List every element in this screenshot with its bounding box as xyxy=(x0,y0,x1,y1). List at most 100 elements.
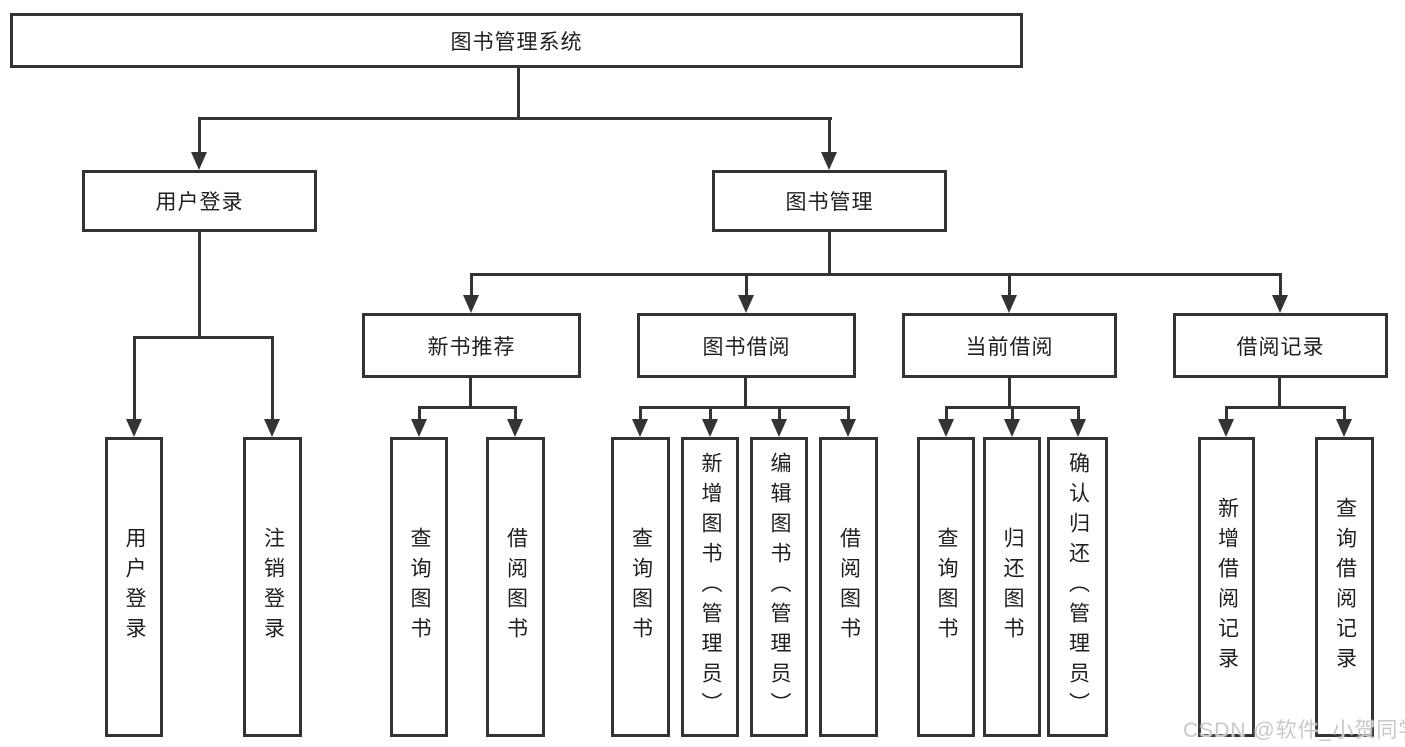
leaf-borrow-borrow-books-label: 借阅图书 xyxy=(837,527,861,647)
arrow-down-icon xyxy=(1272,295,1288,313)
node-user-login-label: 用户登录 xyxy=(155,191,244,214)
node-new-book-recommend: 新书推荐 xyxy=(362,313,581,378)
node-library-system-label: 图书管理系统 xyxy=(450,30,583,54)
arrow-to-borrow-add xyxy=(702,406,718,437)
csdn-watermark: CSDN @软件_小贺同学 xyxy=(1183,719,1405,742)
node-borrow-records-label: 借阅记录 xyxy=(1236,335,1325,359)
arrow-to-borrow-edit xyxy=(771,406,787,437)
arrow-to-leaf-login xyxy=(126,336,142,437)
arrow-stem xyxy=(132,336,136,419)
arrow-to-leaf-logout xyxy=(264,336,280,437)
arrow-down-icon xyxy=(264,419,280,437)
arrow-down-icon xyxy=(1218,419,1234,437)
node-current-borrow-label: 当前借阅 xyxy=(965,335,1054,359)
arrow-to-records-add xyxy=(1218,406,1234,437)
arrow-stem xyxy=(270,336,274,419)
connector-root-hline xyxy=(198,117,832,120)
node-new-book-recommend-label: 新书推荐 xyxy=(427,335,516,359)
arrow-stem xyxy=(417,406,421,419)
arrow-to-current-confirm xyxy=(1070,406,1086,437)
arrow-to-book-borrow xyxy=(738,273,754,313)
arrow-to-borrow-borrow xyxy=(840,406,856,437)
arrow-stem xyxy=(1342,406,1346,419)
arrow-down-icon xyxy=(632,419,648,437)
arrow-to-recommend-borrow xyxy=(507,406,523,437)
leaf-recommend-borrow-books: 借阅图书 xyxy=(486,437,545,737)
leaf-current-confirm-return-admin: 确认归还（管理员） xyxy=(1047,437,1108,737)
leaf-user-login: 用户登录 xyxy=(105,437,163,737)
arrow-stem xyxy=(638,406,642,419)
arrow-to-records-query xyxy=(1336,406,1352,437)
leaf-borrow-query-books-label: 查询图书 xyxy=(629,527,653,647)
arrow-stem xyxy=(1278,273,1282,295)
leaf-logout-label: 注销登录 xyxy=(261,527,285,647)
arrow-to-current-query xyxy=(938,406,954,437)
leaf-borrow-borrow-books: 借阅图书 xyxy=(819,437,878,737)
node-book-borrow: 图书借阅 xyxy=(637,313,856,378)
arrow-down-icon xyxy=(411,419,427,437)
arrow-down-icon xyxy=(1004,419,1020,437)
arrow-down-icon xyxy=(463,295,479,313)
leaf-records-add-label: 新增借阅记录 xyxy=(1215,497,1239,677)
leaf-recommend-query-books: 查询图书 xyxy=(390,437,448,737)
arrow-stem xyxy=(513,406,517,419)
arrow-stem xyxy=(744,273,748,295)
leaf-borrow-edit-books-admin-label: 编辑图书（管理员） xyxy=(768,452,791,722)
node-book-borrow-label: 图书借阅 xyxy=(702,335,791,359)
leaf-current-return-books-label: 归还图书 xyxy=(1001,527,1024,647)
node-borrow-records: 借阅记录 xyxy=(1173,313,1388,378)
connector-user-login-stem xyxy=(198,232,201,336)
arrow-to-borrow-records xyxy=(1272,273,1288,313)
node-book-management: 图书管理 xyxy=(712,170,947,232)
arrow-to-current-borrow xyxy=(1001,273,1017,313)
connector-current-stem xyxy=(1008,378,1011,406)
arrow-stem xyxy=(1076,406,1080,419)
node-current-borrow: 当前借阅 xyxy=(902,313,1117,378)
leaf-borrow-query-books: 查询图书 xyxy=(611,437,670,737)
arrow-down-icon xyxy=(1336,419,1352,437)
arrow-to-book-management xyxy=(821,117,837,170)
connector-root-stem xyxy=(517,68,520,118)
connector-records-stem xyxy=(1278,378,1281,406)
arrow-stem xyxy=(1224,406,1228,419)
arrow-to-current-return xyxy=(1004,406,1020,437)
arrow-to-recommend-query xyxy=(411,406,427,437)
arrow-to-new-book-recommend xyxy=(463,273,479,313)
leaf-borrow-add-books-admin-label: 新增图书（管理员） xyxy=(699,452,722,722)
arrow-stem xyxy=(469,273,473,295)
leaf-records-query: 查询借阅记录 xyxy=(1315,437,1374,737)
arrow-stem xyxy=(197,117,201,152)
leaf-borrow-edit-books-admin: 编辑图书（管理员） xyxy=(750,437,808,737)
arrow-stem xyxy=(777,406,781,419)
arrow-down-icon xyxy=(738,295,754,313)
leaf-user-login-label: 用户登录 xyxy=(123,527,146,647)
leaf-current-query-books-label: 查询图书 xyxy=(935,527,958,647)
arrow-down-icon xyxy=(1070,419,1086,437)
leaf-recommend-borrow-books-label: 借阅图书 xyxy=(504,527,528,647)
arrow-down-icon xyxy=(507,419,523,437)
arrow-to-user-login xyxy=(191,117,207,170)
connector-book-mgmt-stem xyxy=(828,232,831,273)
arrow-down-icon xyxy=(771,419,787,437)
leaf-records-add: 新增借阅记录 xyxy=(1198,437,1255,737)
connector-recommend-hline xyxy=(418,406,517,409)
arrow-stem xyxy=(708,406,712,419)
connector-book-mgmt-hline xyxy=(470,273,1282,276)
arrow-stem xyxy=(1007,273,1011,295)
leaf-logout: 注销登录 xyxy=(243,437,302,737)
connector-recommend-stem xyxy=(469,378,472,406)
leaf-current-confirm-return-admin-label: 确认归还（管理员） xyxy=(1066,452,1090,722)
arrow-down-icon xyxy=(126,419,142,437)
leaf-recommend-query-books-label: 查询图书 xyxy=(408,527,431,647)
arrow-down-icon xyxy=(191,152,207,170)
leaf-current-query-books: 查询图书 xyxy=(917,437,975,737)
node-library-system: 图书管理系统 xyxy=(10,13,1023,68)
arrow-down-icon xyxy=(840,419,856,437)
connector-user-login-hline xyxy=(133,336,274,339)
arrow-stem xyxy=(944,406,948,419)
leaf-records-query-label: 查询借阅记录 xyxy=(1333,497,1357,677)
arrow-to-borrow-query xyxy=(632,406,648,437)
node-user-login: 用户登录 xyxy=(82,170,317,232)
leaf-current-return-books: 归还图书 xyxy=(983,437,1041,737)
